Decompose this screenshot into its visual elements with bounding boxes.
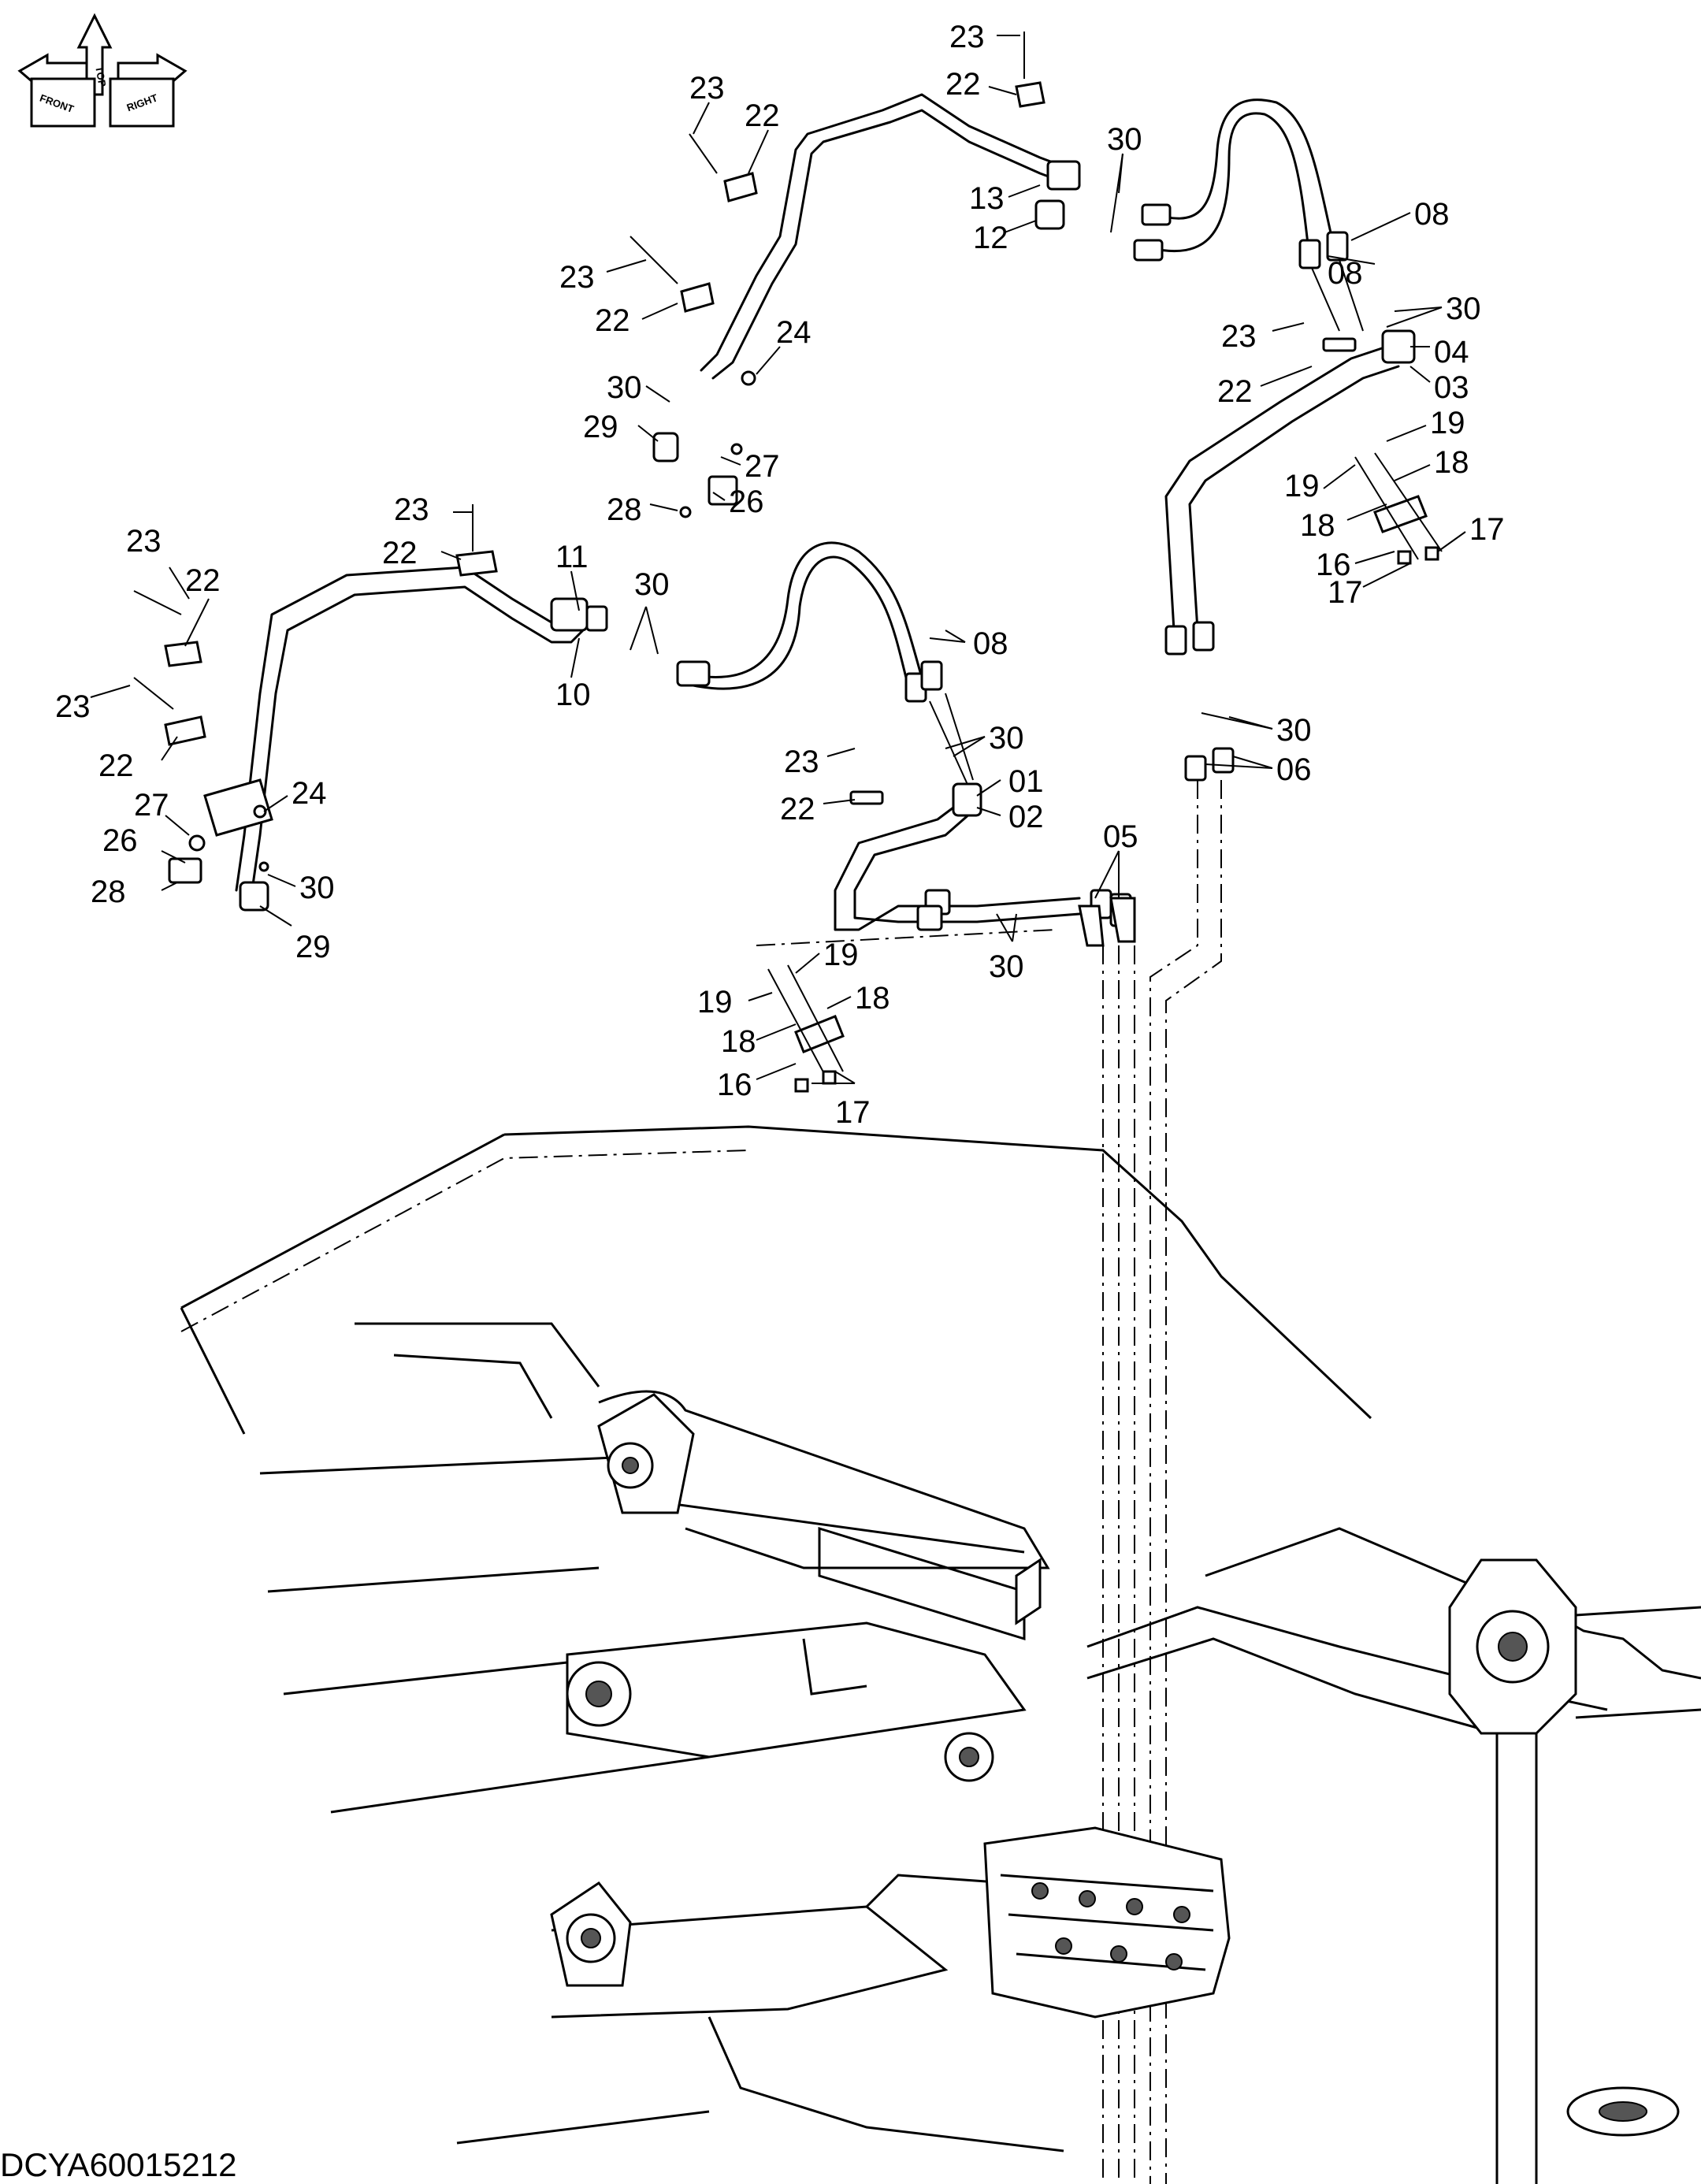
- callout-23: 23: [126, 524, 162, 559]
- callout-12: 12: [973, 221, 1008, 255]
- callout-22: 22: [945, 67, 981, 102]
- callout-08: 08: [1328, 256, 1363, 291]
- callout-23: 23: [784, 745, 819, 779]
- callout-23: 23: [394, 492, 429, 527]
- callout-30: 30: [299, 871, 335, 905]
- callout-28: 28: [91, 875, 126, 909]
- leader-lines: [90, 35, 1466, 1084]
- callout-19: 19: [697, 985, 733, 1020]
- callout-01: 01: [1008, 764, 1044, 799]
- callout-23: 23: [55, 689, 91, 724]
- callout-19: 19: [1430, 406, 1465, 440]
- hose-upper: [1133, 98, 1364, 332]
- callout-02: 02: [1008, 800, 1044, 834]
- orientation-indicator: FRONT TOP RIGHT: [17, 13, 188, 128]
- callout-29: 29: [583, 410, 618, 444]
- callout-22: 22: [780, 792, 815, 826]
- callout-30: 30: [989, 721, 1024, 756]
- callout-19: 19: [1284, 469, 1320, 503]
- callout-24: 24: [292, 776, 327, 811]
- callout-30: 30: [1276, 713, 1312, 748]
- callout-26: 26: [102, 823, 138, 858]
- orientation-top-label: TOP: [93, 65, 108, 88]
- callout-19: 19: [823, 938, 859, 972]
- callout-26: 26: [729, 485, 764, 519]
- callout-27: 27: [745, 449, 780, 484]
- callout-03: 03: [1434, 370, 1469, 405]
- clamp-assembly-lower: [767, 964, 844, 1093]
- callout-18: 18: [1300, 508, 1335, 543]
- callout-05: 05: [1103, 819, 1138, 854]
- callout-labels: 23 22 23 22 27 26 24 30 28 29 23 22 11 3…: [55, 20, 1505, 1130]
- left-boom-pipe: [133, 504, 608, 912]
- callout-23: 23: [559, 260, 595, 295]
- main-control-valve: [983, 1826, 1231, 2019]
- upper-pipe: [630, 32, 1081, 518]
- callout-23: 23: [689, 71, 725, 106]
- callout-18: 18: [855, 981, 890, 1016]
- callout-17: 17: [1328, 575, 1363, 610]
- callout-18: 18: [1434, 445, 1469, 480]
- callout-11: 11: [555, 540, 589, 574]
- callout-27: 27: [134, 788, 169, 823]
- callout-24: 24: [776, 315, 812, 350]
- callout-22: 22: [1217, 374, 1253, 409]
- callout-30: 30: [1107, 122, 1142, 157]
- callout-22: 22: [595, 303, 630, 338]
- callout-30: 30: [1446, 292, 1481, 326]
- callout-08: 08: [1414, 197, 1450, 232]
- callout-22: 22: [745, 98, 780, 133]
- callout-17: 17: [1469, 512, 1505, 547]
- callout-18: 18: [721, 1024, 756, 1059]
- center-pipe: [794, 782, 1132, 1053]
- loader-frame: [180, 1125, 1701, 2184]
- callout-30: 30: [989, 949, 1024, 984]
- callout-22: 22: [382, 536, 418, 570]
- callout-16: 16: [717, 1068, 752, 1102]
- diagram-code: DCYA60015212: [0, 2146, 236, 2183]
- callout-16: 16: [1316, 548, 1351, 582]
- callout-23: 23: [949, 20, 985, 54]
- callout-29: 29: [295, 930, 331, 964]
- right-pipe: [1164, 329, 1428, 782]
- callout-13: 13: [969, 181, 1005, 216]
- callout-06: 06: [1276, 752, 1312, 787]
- callout-22: 22: [98, 748, 134, 783]
- callout-23: 23: [1221, 319, 1257, 354]
- callout-17: 17: [835, 1095, 871, 1130]
- callout-08: 08: [973, 626, 1008, 661]
- callout-30: 30: [607, 370, 642, 405]
- callout-28: 28: [607, 492, 642, 527]
- callout-04: 04: [1434, 335, 1469, 370]
- clamp-assembly-upper: [1354, 452, 1443, 565]
- callout-10: 10: [555, 678, 591, 712]
- callout-22: 22: [185, 563, 221, 598]
- callout-30: 30: [634, 567, 670, 602]
- hose-left: [676, 541, 974, 789]
